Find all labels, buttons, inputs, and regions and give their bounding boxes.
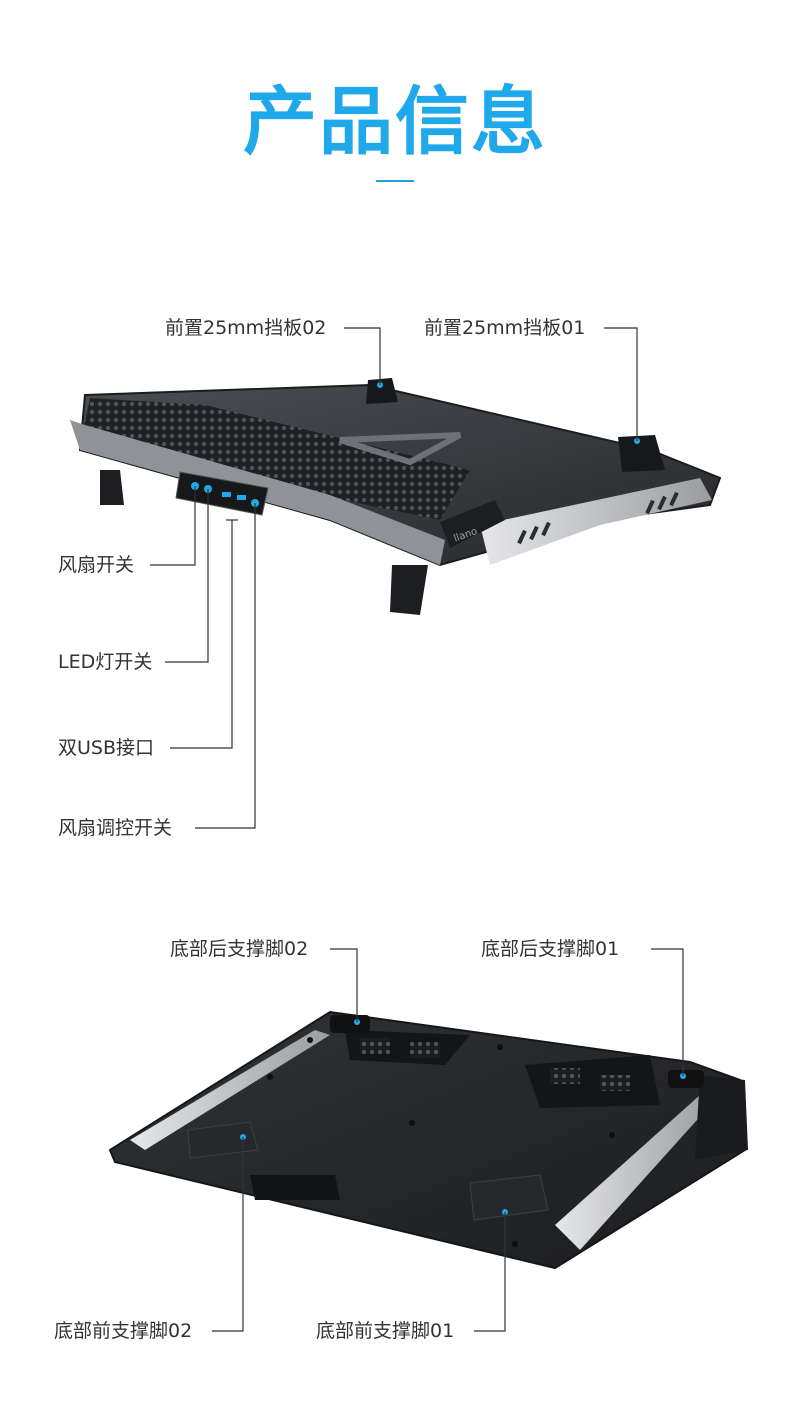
cooling-pad-bottom-view (108, 1010, 748, 1270)
front-leg (390, 565, 428, 615)
side-fan-housing (695, 1075, 748, 1160)
metal-strip-right (555, 1095, 715, 1250)
callout-fan-switch: 风扇开关 (58, 554, 135, 576)
page-title: 产品信息 (0, 78, 790, 166)
cooling-pad-top-view: llano (70, 378, 722, 615)
vent-mesh-4 (600, 1075, 630, 1091)
rear-foot-02 (330, 1015, 370, 1033)
rear-foot-01 (668, 1070, 704, 1088)
triangle-emblem (339, 432, 462, 466)
vent-mesh-2 (410, 1042, 440, 1058)
vent-mesh-3 (550, 1068, 580, 1084)
brand-badge (440, 500, 505, 548)
metal-side-strip (480, 478, 712, 565)
left-leg (100, 470, 124, 505)
baffle-02 (366, 378, 398, 404)
vent-mesh-1 (360, 1038, 390, 1054)
callout-front-foot-02: 底部前支撑脚02 (54, 1320, 193, 1342)
metal-strip-left (130, 1030, 330, 1150)
top-leader-lines (150, 327, 638, 829)
callout-front-baffle-02: 前置25mm挡板02 (165, 317, 327, 339)
front-foot-02 (187, 1121, 259, 1159)
screws (267, 1037, 615, 1247)
callout-rear-foot-02: 底部后支撑脚02 (170, 938, 309, 960)
callout-fan-speed-switch: 风扇调控开关 (58, 817, 173, 839)
callout-front-baffle-01: 前置25mm挡板01 (424, 317, 586, 339)
bottom-leader-lines (212, 948, 684, 1332)
front-foot-01 (469, 1174, 549, 1221)
callout-dual-usb: 双USB接口 (58, 737, 155, 759)
usb-port-2 (237, 495, 246, 500)
callout-front-foot-01: 底部前支撑脚01 (316, 1320, 455, 1342)
mesh-panel (80, 398, 470, 520)
side-vents (517, 491, 679, 545)
usb-port-1 (222, 492, 231, 497)
callout-led-switch: LED灯开关 (58, 651, 153, 673)
callout-rear-foot-01: 底部后支撑脚01 (481, 938, 620, 960)
page-title-text: 产品信息 (243, 79, 547, 165)
baffle-01 (618, 435, 665, 472)
front-lip (250, 1175, 340, 1200)
title-underline (376, 180, 414, 182)
